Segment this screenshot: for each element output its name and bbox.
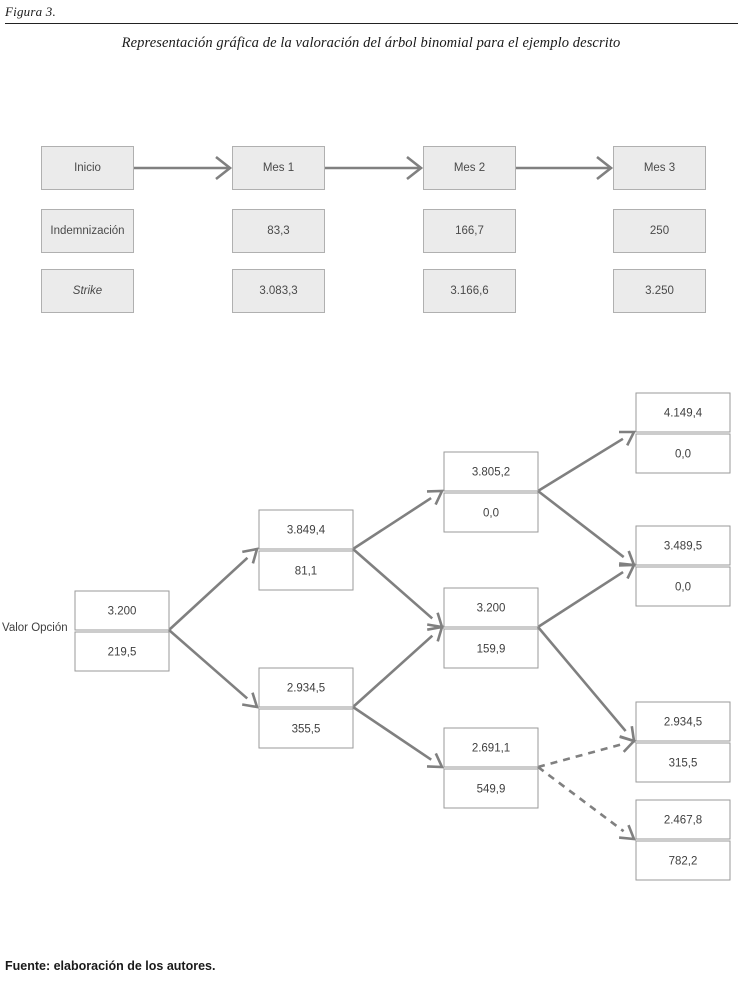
tree-node-value-top: 3.200 [108,606,137,618]
tree-node-cell-top [258,667,354,708]
tree-node-value-top: 2.467,8 [664,815,702,827]
timeline-cell-indemnizacion-3: 250 [613,209,706,253]
tree-node-n3b: 3.489,5 0,0 [635,525,731,607]
tree-node-value-bottom: 0,0 [675,449,691,461]
figure-label: Figura 3. [5,4,56,19]
tree-node-n2u: 3.805,2 0,0 [443,451,539,533]
tree-node-value-top: 3.805,2 [472,467,510,479]
tree-node-n1u: 3.849,4 81,1 [258,509,354,591]
tree-node-cell-top [258,509,354,550]
tree-edge-n1d-to-n2m [352,625,444,708]
tree-edge-n2u-to-n3b [537,489,636,567]
tree-node-value-top: 4.149,4 [664,408,703,420]
tree-node-value-bottom: 315,5 [669,758,698,770]
tree-node-value-bottom: 355,5 [292,724,321,736]
tree-node-n2m: 3.200 159,9 [443,587,539,669]
timeline-cell-period-2: Mes 2 [423,146,516,190]
tree-root-label: Valor Opción [2,622,68,634]
tree-node-cell-top [635,701,731,742]
timeline-cell-indemnizacion-1: 83,3 [232,209,325,253]
tree-node-value-top: 2.934,5 [664,717,702,729]
tree-node-cell-top [635,392,731,433]
timeline-row-label-strike: Strike [41,269,134,313]
tree-edge-n2d-to-n3d [537,765,636,841]
tree-node-cell-top [443,451,539,492]
timeline-cell-strike-3: 3.250 [613,269,706,313]
tree-node-cell-top [74,590,170,631]
tree-node-value-top: 3.849,4 [287,525,326,537]
tree-node-cell-bottom [443,768,539,809]
tree-node-value-bottom: 219,5 [108,647,137,659]
tree-edge-n0-to-n1u [168,547,259,631]
tree-edge-n2m-to-n3b [537,563,637,629]
timeline-cell-strike-1: 3.083,3 [232,269,325,313]
source-note: Fuente: elaboración de los autores. [5,959,216,973]
tree-node-value-bottom: 0,0 [675,582,691,594]
tree-edge-n2u-to-n3a [537,430,637,493]
tree-node-n3d: 2.467,8 782,2 [635,799,731,881]
tree-node-cell-bottom [635,840,731,881]
tree-edge-n2m-to-n3c [537,626,636,743]
figure-title: Representación gráfica de la valoración … [121,35,621,51]
tree-edge-n2d-to-n3c [537,735,637,769]
tree-node-value-top: 2.934,5 [287,683,325,695]
tree-node-value-bottom: 0,0 [483,508,499,520]
tree-node-cell-bottom [258,708,354,749]
tree-node-cell-bottom [635,742,731,783]
tree-node-cell-top [635,799,731,840]
tree-edges [168,430,637,841]
tree-node-value-top: 3.200 [477,603,506,615]
timeline-cell-period-1: Mes 1 [232,146,325,190]
footer-divider [5,944,738,945]
tree-edge-n1u-to-n2u [352,489,445,551]
tree-edge-n1d-to-n2d [352,705,445,769]
timeline-cell-indemnizacion-2: 166,7 [423,209,516,253]
tree-node-n1d: 2.934,5 355,5 [258,667,354,749]
tree-edge-n0-to-n1d [168,629,259,709]
tree-node-cell-bottom [74,631,170,672]
timeline-row-label-indemnizacion: Indemnización [41,209,134,253]
tree-node-cell-bottom [258,550,354,591]
tree-node-cell-bottom [635,566,731,607]
tree-node-cell-top [443,727,539,768]
timeline-cell-strike-2: 3.166,6 [423,269,516,313]
tree-node-value-bottom: 549,9 [477,784,506,796]
timeline-row-label-inicio: Inicio [41,146,134,190]
tree-node-cell-bottom [635,433,731,474]
tree-node-n3c: 2.934,5 315,5 [635,701,731,783]
tree-node-value-top: 3.489,5 [664,541,702,553]
timeline-cell-period-3: Mes 3 [613,146,706,190]
tree-node-n0: 3.200 219,5 [74,590,170,672]
header-divider [5,23,738,24]
tree-node-cell-top [443,587,539,628]
tree-node-cell-bottom [443,628,539,669]
tree-node-value-bottom: 81,1 [295,566,317,578]
tree-node-cell-top [635,525,731,566]
tree-node-n2d: 2.691,1 549,9 [443,727,539,809]
tree-node-value-top: 2.691,1 [472,743,510,755]
tree-node-value-bottom: 782,2 [669,856,698,868]
tree-node-value-bottom: 159,9 [477,644,506,656]
tree-node-n3a: 4.149,4 0,0 [635,392,731,474]
tree-node-cell-bottom [443,492,539,533]
tree-edge-n1u-to-n2m [352,548,444,629]
